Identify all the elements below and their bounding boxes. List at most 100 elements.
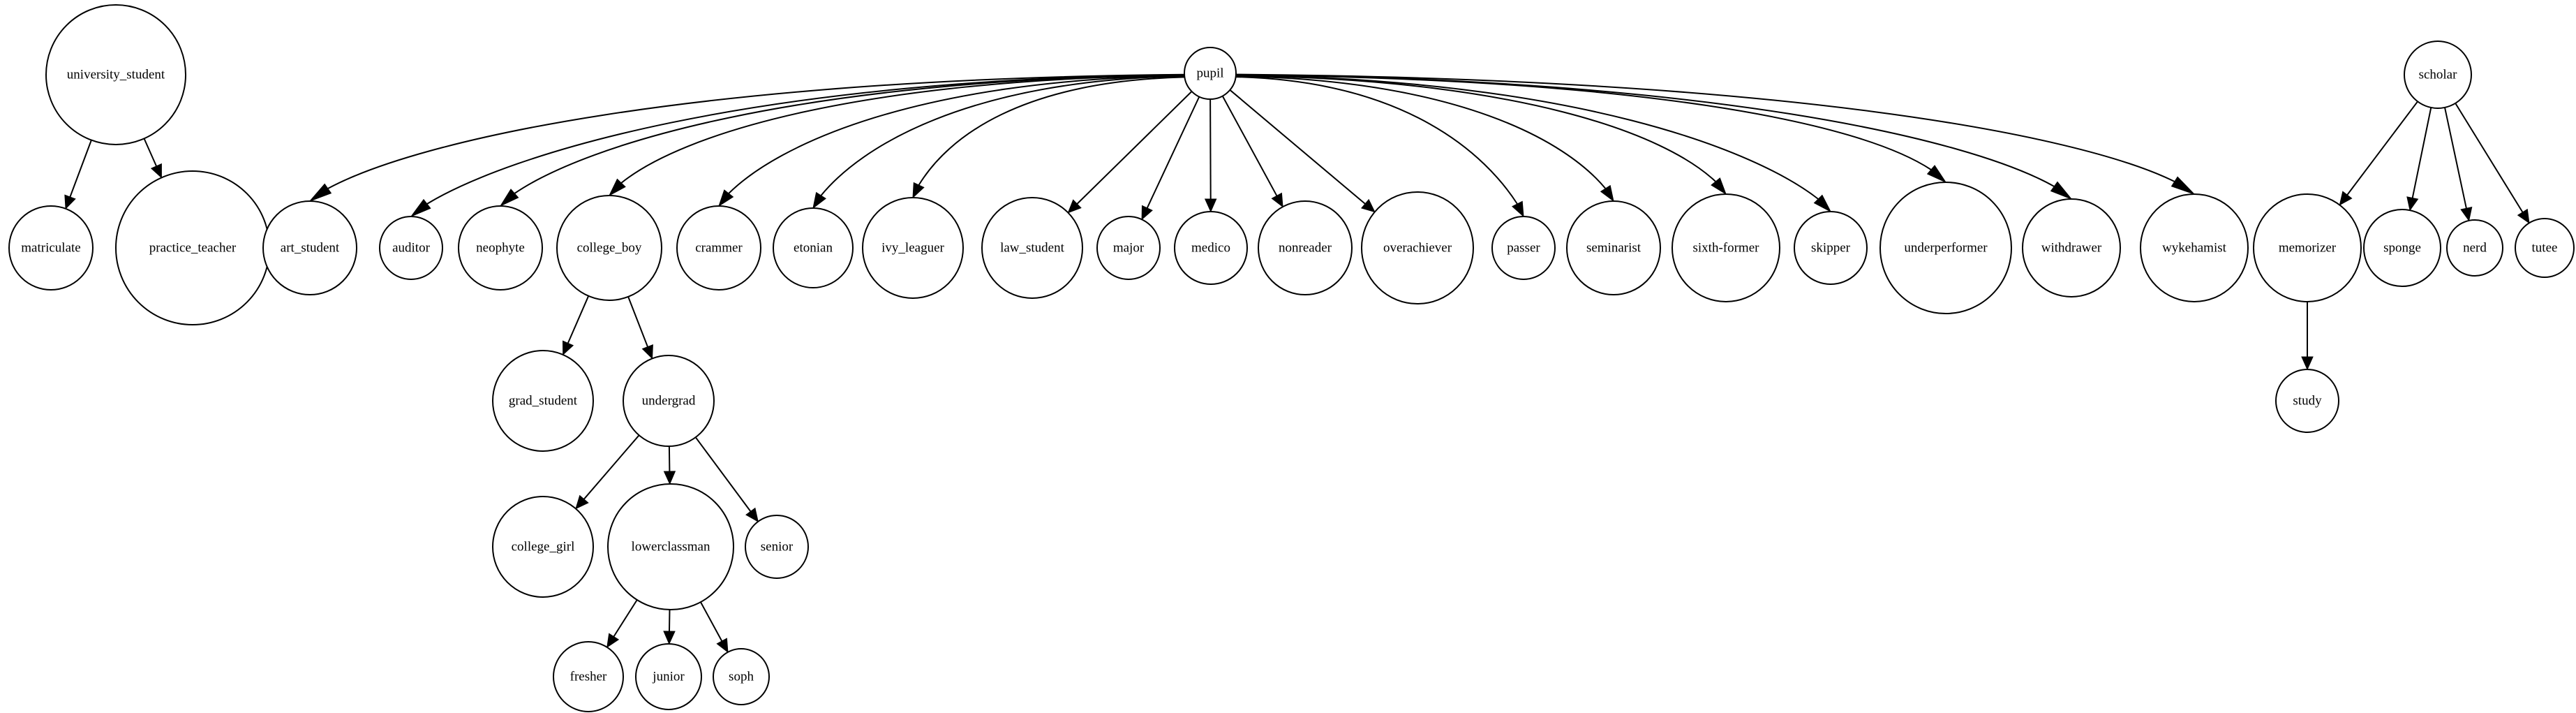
arrowhead-icon — [663, 631, 676, 645]
edge-line — [728, 75, 1185, 194]
node-circle — [2275, 369, 2339, 433]
edge-line — [583, 434, 640, 500]
edge-line — [1221, 96, 1278, 196]
node-label: memorizer — [2279, 241, 2337, 256]
edge-pupil-to-overachiever — [1229, 89, 1376, 213]
node-circle — [492, 496, 594, 598]
edge-line — [1235, 73, 2175, 182]
node-label: grad_student — [509, 394, 578, 409]
node-label: ivy_leaguer — [881, 241, 944, 256]
edge-pupil-to-auditor — [410, 74, 1185, 218]
graph-edges — [64, 73, 2530, 653]
edge-line — [514, 74, 1185, 194]
node-circle — [1879, 182, 2012, 314]
node-circle — [1566, 200, 1661, 295]
node-underperformer: underperformer — [1879, 182, 2012, 314]
arrowhead-icon — [562, 340, 574, 356]
arrowhead-icon — [410, 198, 431, 218]
node-circle — [492, 350, 594, 452]
edge-line — [2455, 103, 2524, 213]
edge-undergrad-to-college-girl — [575, 434, 640, 510]
node-label: passer — [1507, 241, 1540, 256]
edge-undergrad-to-senior — [694, 436, 759, 522]
node-label: neophyte — [476, 241, 525, 256]
edge-line — [1235, 76, 1518, 205]
node-label: withdrawer — [2041, 241, 2102, 256]
node-ivy-leaguer: ivy_leaguer — [862, 197, 964, 299]
edge-pupil-to-art-student — [309, 73, 1185, 202]
node-circle — [379, 216, 443, 280]
edge-line — [143, 138, 158, 167]
node-circle — [1174, 211, 1248, 285]
node-circle — [8, 205, 94, 291]
edge-pupil-to-college-boy — [608, 74, 1185, 197]
node-passer: passer — [1491, 216, 1556, 280]
node-junior: junior — [635, 643, 702, 710]
node-circle — [2022, 198, 2121, 297]
node-circle — [458, 205, 543, 291]
node-label: underperformer — [1904, 241, 1988, 256]
edge-line — [1209, 98, 1212, 200]
edge-line — [700, 601, 723, 642]
node-withdrawer: withdrawer — [2022, 198, 2121, 297]
edge-scholar-to-sponge — [2406, 107, 2432, 212]
edge-line — [620, 74, 1185, 184]
arrowhead-icon — [1512, 200, 1524, 218]
arrowhead-icon — [716, 638, 729, 653]
node-nerd: nerd — [2446, 219, 2503, 277]
node-law-student: law_student — [981, 197, 1083, 299]
node-circle — [1361, 191, 1474, 304]
arrowhead-icon — [2460, 206, 2473, 222]
edge-line — [1235, 73, 2055, 187]
edge-pupil-to-underperformer — [1235, 74, 1947, 184]
node-circle — [553, 641, 624, 712]
node-label: seminarist — [1586, 241, 1641, 256]
node-grad-student: grad_student — [492, 350, 594, 452]
arrowhead-icon — [1067, 199, 1082, 214]
edge-college-boy-to-undergrad — [627, 296, 653, 360]
edge-lowerclassman-to-junior — [663, 609, 676, 645]
node-senior: senior — [745, 515, 809, 579]
arrowhead-icon — [1926, 165, 1947, 184]
node-label: law_student — [1000, 241, 1065, 256]
arrowhead-icon — [1361, 198, 1376, 213]
node-matriculate: matriculate — [8, 205, 94, 291]
node-label: sixth-former — [1693, 241, 1760, 256]
arrowhead-icon — [1711, 177, 1727, 196]
edge-line — [2346, 101, 2418, 196]
node-fresher: fresher — [553, 641, 624, 712]
edge-pupil-to-nonreader — [1221, 96, 1283, 208]
node-label: nerd — [2463, 241, 2487, 256]
node-university-student: university_student — [45, 4, 186, 145]
node-label: wykehamist — [2162, 241, 2227, 256]
node-circle — [262, 200, 357, 295]
node-label: college_boy — [577, 241, 642, 256]
node-lowerclassman: lowerclassman — [607, 483, 734, 610]
node-circle — [745, 515, 809, 579]
node-circle — [676, 205, 761, 291]
edge-line — [668, 446, 671, 472]
node-label: major — [1113, 241, 1145, 256]
edge-pupil-to-neophyte — [499, 74, 1185, 207]
node-college-girl: college_girl — [492, 496, 594, 598]
edge-line — [627, 296, 648, 347]
edge-scholar-to-tutee — [2455, 103, 2530, 224]
arrowhead-icon — [745, 507, 759, 522]
node-circle — [2446, 219, 2503, 277]
edge-line — [327, 73, 1185, 189]
edge-pupil-to-law-student — [1067, 91, 1193, 214]
node-label: practice_teacher — [149, 241, 237, 256]
node-nonreader: nonreader — [1258, 200, 1353, 295]
node-label: university_student — [67, 68, 165, 82]
edge-college-boy-to-grad-student — [562, 295, 590, 356]
node-label: scholar — [2419, 68, 2458, 82]
node-label: skipper — [1811, 241, 1851, 256]
node-college-boy: college_boy — [556, 195, 662, 301]
edge-line — [1229, 89, 1366, 205]
arrowhead-icon — [1141, 205, 1153, 221]
edge-line — [1235, 75, 1716, 182]
node-neophyte: neophyte — [458, 205, 543, 291]
node-circle — [773, 207, 854, 288]
arrowhead-icon — [812, 191, 826, 210]
